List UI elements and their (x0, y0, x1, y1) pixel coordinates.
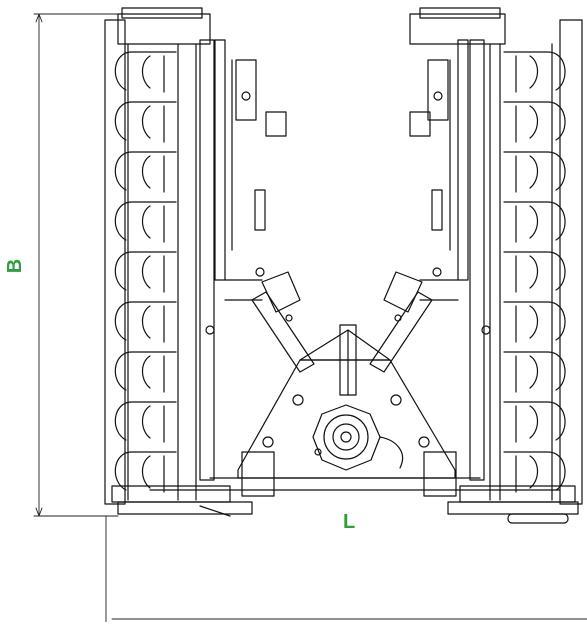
tine-left-3 (114, 151, 177, 193)
tine-left-1 (114, 51, 177, 93)
dimension-label-b: B (4, 258, 27, 274)
tine-left-9 (114, 451, 177, 493)
tine-right-9 (503, 451, 566, 493)
tine-right-1 (503, 51, 566, 93)
tine-right-8 (503, 401, 566, 443)
tine-left-2 (114, 101, 177, 143)
tine-left-6 (114, 301, 177, 343)
dimension-b-line (33, 13, 119, 517)
dimension-label-l: L (343, 511, 356, 533)
tine-right-2 (503, 101, 566, 143)
tine-right-7 (503, 351, 566, 393)
left-rotor-assembly (104, 7, 287, 517)
right-rotor-assembly (409, 7, 583, 524)
tine-left-7 (114, 351, 177, 393)
tine-left-4 (114, 201, 177, 243)
hydraulic-cylinders (251, 271, 433, 373)
center-headstock (149, 324, 561, 497)
tine-right-6 (503, 301, 566, 343)
tine-right-4 (503, 201, 566, 243)
tine-rows (114, 51, 566, 493)
tine-right-5 (503, 251, 566, 293)
tine-left-5 (114, 251, 177, 293)
tine-right-3 (503, 151, 566, 193)
dimension-l-line (105, 515, 587, 623)
tine-left-8 (114, 401, 177, 443)
